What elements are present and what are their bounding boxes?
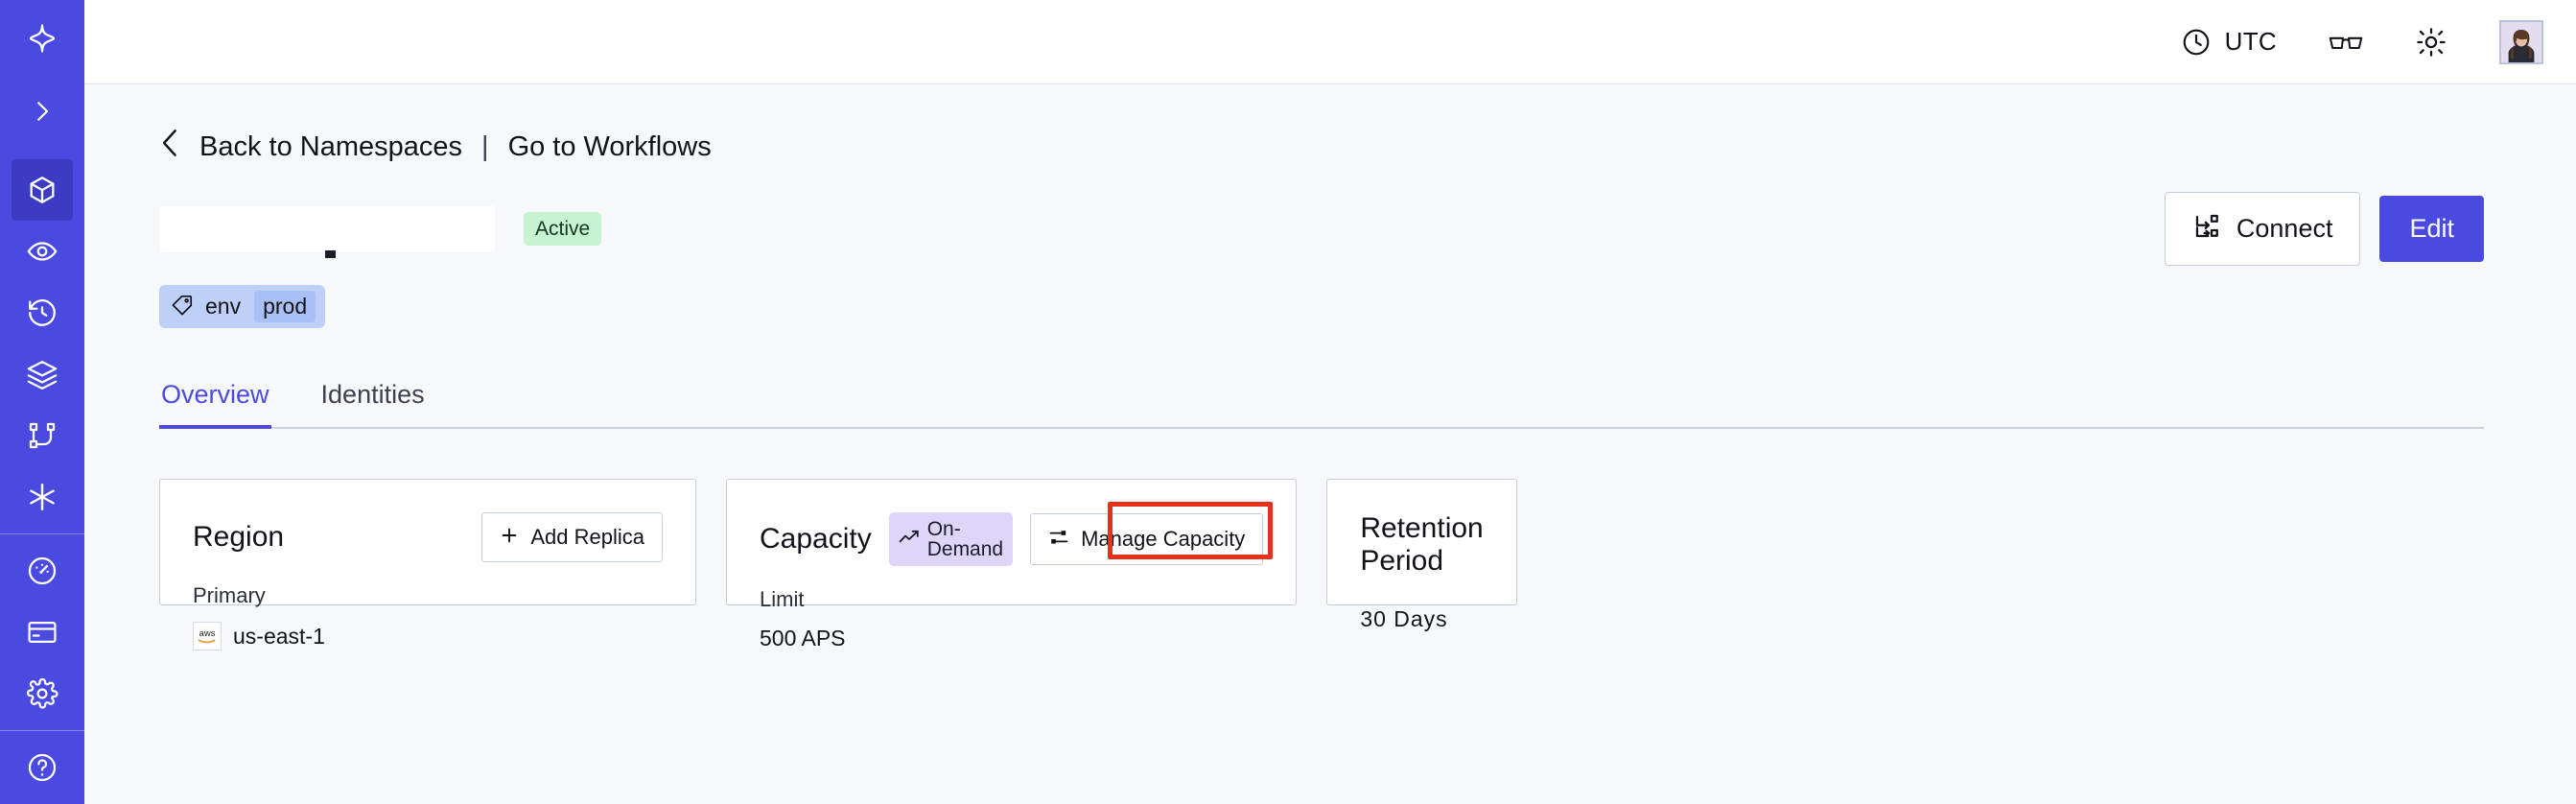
tab-identities[interactable]: Identities <box>320 380 425 409</box>
status-badge: Active <box>524 212 602 246</box>
capacity-limit-label: Limit <box>760 587 805 611</box>
add-replica-label: Add Replica <box>530 525 644 549</box>
sidebar-item-workflows[interactable] <box>12 405 73 466</box>
cube-icon <box>26 174 59 206</box>
sidebar-item-schedules[interactable] <box>12 282 73 343</box>
region-card: Region Add Replica <box>159 479 696 650</box>
plus-icon <box>500 526 519 549</box>
retention-value: 30 Days <box>1360 606 1448 631</box>
tabs: Overview Identities <box>159 368 2484 429</box>
chevron-right-icon <box>28 97 57 126</box>
sliders-icon <box>1048 527 1069 552</box>
main-area: UTC <box>84 0 2576 804</box>
overview-cards: Region Add Replica <box>159 479 2484 650</box>
breadcrumb: Back to Namespaces | Go to Workflows <box>159 129 2484 165</box>
retention-card-title: Retention Period <box>1360 512 1484 577</box>
back-to-namespaces-label: Back to Namespaces <box>199 130 463 162</box>
add-replica-button[interactable]: Add Replica <box>481 512 663 562</box>
eye-icon <box>26 235 59 268</box>
chevron-left-icon <box>159 129 182 165</box>
sparkle-logo-icon <box>25 21 59 60</box>
capacity-mode-badge: On-Demand <box>888 512 1014 566</box>
tag-env-prod[interactable]: env prod <box>159 285 326 328</box>
help-circle-icon <box>26 751 59 784</box>
capacity-card: Capacity On-Demand <box>726 479 1298 650</box>
tag-icon <box>171 294 194 320</box>
asterisk-icon <box>26 481 59 513</box>
breadcrumb-separator: | <box>481 130 489 162</box>
region-card-title: Region <box>193 521 285 553</box>
namespace-header: Active Connect <box>159 192 2484 266</box>
tab-overview[interactable]: Overview <box>159 368 271 429</box>
sidebar-divider-2 <box>0 730 84 731</box>
sidebar-item-usage[interactable] <box>12 540 73 602</box>
retention-card-header: Retention Period <box>1360 512 1483 578</box>
git-branch-icon <box>27 420 58 451</box>
gauge-icon <box>26 555 59 587</box>
namespace-title-group: Active <box>159 205 602 258</box>
manage-capacity-label: Manage Capacity <box>1081 527 1246 551</box>
manage-capacity-button[interactable]: Manage Capacity <box>1030 513 1264 565</box>
aws-logo: aws <box>193 622 222 650</box>
sidebar-item-observability[interactable] <box>12 221 73 282</box>
topbar-actions: UTC <box>2181 19 2543 64</box>
left-sidebar <box>0 0 84 804</box>
connect-button[interactable]: Connect <box>2164 192 2361 266</box>
sidebar-logo[interactable] <box>0 0 84 81</box>
region-primary-label: Primary <box>193 583 266 607</box>
sidebar-item-settings[interactable] <box>12 663 73 724</box>
sidebar-divider-1 <box>0 533 84 534</box>
edit-button-label: Edit <box>2409 214 2454 243</box>
capacity-card-title: Capacity <box>760 523 872 555</box>
namespace-actions: Connect Edit <box>2164 192 2484 266</box>
namespace-tags: env prod <box>159 285 2484 328</box>
capacity-card-header: Capacity On-Demand <box>760 512 1264 566</box>
credit-card-icon <box>26 616 59 649</box>
timezone-selector[interactable]: UTC <box>2181 27 2277 58</box>
tag-value: prod <box>254 291 316 322</box>
region-card-header: Region Add Replica <box>193 512 663 562</box>
connector-icon <box>2192 212 2221 246</box>
retention-card: Retention Period 30 Days <box>1326 479 1517 631</box>
sidebar-item-billing[interactable] <box>12 602 73 663</box>
avatar[interactable] <box>2499 19 2543 64</box>
edit-button[interactable]: Edit <box>2379 196 2484 262</box>
sidebar-item-integrations[interactable] <box>12 466 73 528</box>
clock-icon <box>2181 27 2212 58</box>
sidebar-item-batch[interactable] <box>12 343 73 405</box>
capacity-limit-value: 500 APS <box>760 626 846 650</box>
timezone-label: UTC <box>2224 27 2277 56</box>
region-value: us-east-1 <box>233 623 325 649</box>
tag-key: env <box>205 294 242 319</box>
connect-button-label: Connect <box>2236 214 2333 243</box>
go-to-workflows-link[interactable]: Go to Workflows <box>507 130 712 162</box>
clock-rewind-icon <box>26 296 59 329</box>
page-title <box>159 205 495 258</box>
top-bar: UTC <box>84 0 2576 84</box>
sun-icon[interactable] <box>2415 26 2447 59</box>
glasses-icon[interactable] <box>2329 28 2363 57</box>
svg-text:aws: aws <box>199 628 216 639</box>
gear-icon <box>26 677 59 710</box>
trending-up-icon <box>899 529 920 550</box>
layers-icon <box>26 358 59 390</box>
region-value-row: aws us-east-1 <box>193 622 663 650</box>
content-area: Back to Namespaces | Go to Workflows Act… <box>84 84 2576 804</box>
back-to-namespaces-link[interactable]: Back to Namespaces <box>159 129 462 165</box>
sidebar-item-help[interactable] <box>12 737 73 798</box>
sidebar-item-namespaces[interactable] <box>12 159 73 221</box>
capacity-mode-label: On-Demand <box>926 518 1004 560</box>
sidebar-expand-toggle[interactable] <box>12 81 73 142</box>
